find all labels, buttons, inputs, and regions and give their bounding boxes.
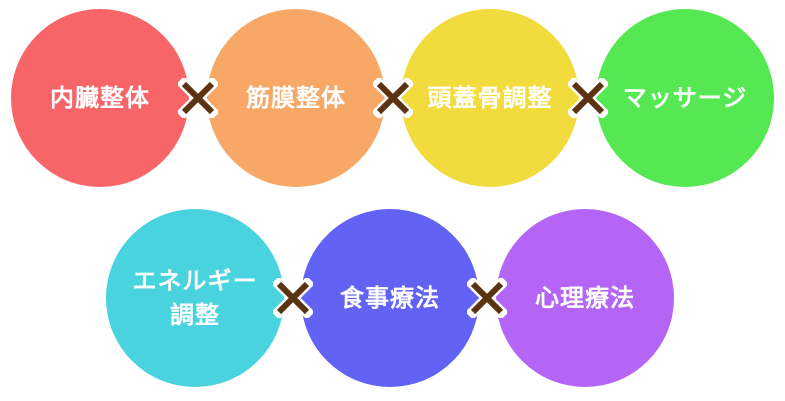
circle-shokuji-ryoho: 食事療法 — [301, 209, 479, 387]
circle-label: 筋膜整体 — [246, 84, 346, 112]
circle-label: 心理療法 — [535, 284, 635, 312]
circle-kinmaku-seitai: 筋膜整体 — [207, 9, 385, 187]
label-line: エネルギー — [132, 267, 258, 295]
circle-massage: マッサージ — [596, 9, 774, 187]
circle-zugaikotsu-chosei: 頭蓋骨調整 — [401, 9, 579, 187]
label-line: 調整 — [170, 301, 220, 329]
circle-label: 食事療法 — [340, 284, 440, 312]
cross-icon — [373, 78, 413, 118]
cross-icon — [467, 278, 507, 318]
cross-icon — [568, 78, 608, 118]
cross-icon — [273, 278, 313, 318]
circle-label: 頭蓋骨調整 — [427, 84, 553, 112]
circle-label: マッサージ — [622, 84, 748, 112]
circle-label: エネルギー調整 — [133, 264, 258, 332]
circle-shinri-ryoho: 心理療法 — [496, 209, 674, 387]
circle-label: 内臓整体 — [50, 84, 150, 112]
cross-icon — [178, 78, 218, 118]
circle-energy-chosei: エネルギー調整 — [106, 209, 284, 387]
circle-naizo-seitai: 内臓整体 — [11, 9, 189, 187]
